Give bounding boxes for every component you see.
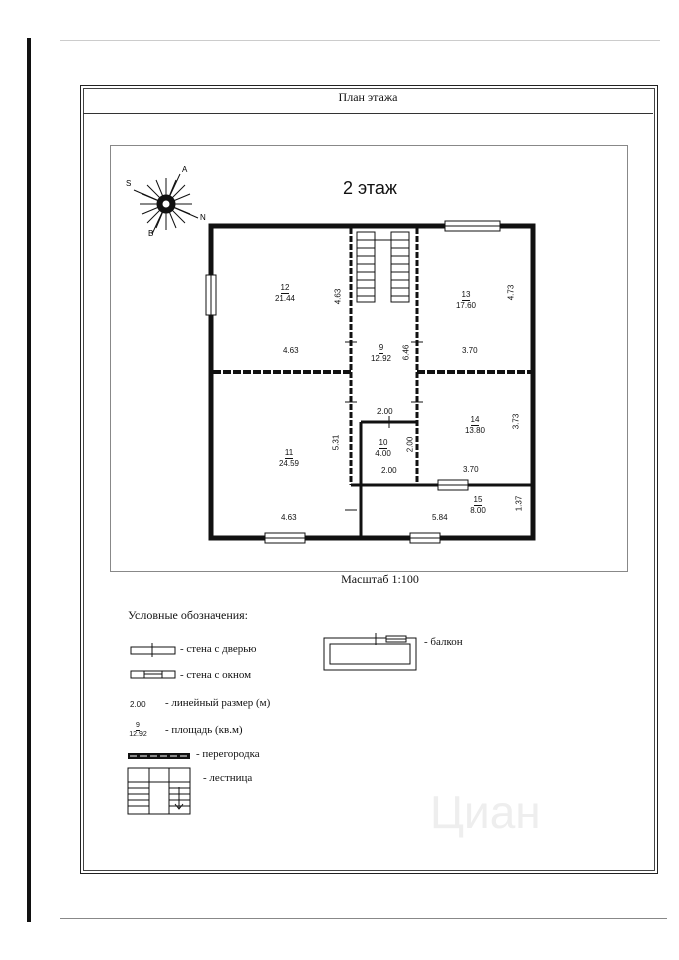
room-14: 14 13.80 <box>457 415 493 436</box>
room-area: 8.00 <box>470 506 486 515</box>
room-12: 12 21.44 <box>267 283 303 304</box>
dimension-label: 5.31 <box>331 434 341 451</box>
legend-stairs: - лестница <box>203 772 253 784</box>
compass-label-n: N <box>200 213 206 222</box>
room-number: 9 <box>378 343 384 354</box>
stairs-symbol <box>127 767 191 815</box>
dimension-label: 2.00 <box>381 466 397 475</box>
room-number: 10 <box>378 438 388 449</box>
legend-linear-size: - линейный размер (м) <box>165 697 271 709</box>
area-sample: 9 12.92 <box>128 722 148 739</box>
room-area: 24.59 <box>278 459 300 468</box>
legend-window-wall: - стена с окном <box>180 669 252 681</box>
dimension-label: 3.70 <box>462 346 478 355</box>
legend-door-wall: - стена с дверью <box>180 643 257 655</box>
room-10: 10 4.00 <box>365 438 401 459</box>
balcony-symbol <box>323 633 417 671</box>
dimension-label: 5.84 <box>432 513 448 522</box>
staircase <box>356 231 410 303</box>
compass-label-s: S <box>126 179 131 188</box>
area-sample-value: 12.92 <box>129 731 147 738</box>
partition-symbol <box>128 753 190 759</box>
dimension-label: 3.73 <box>511 413 521 430</box>
compass-label-b: B <box>148 229 153 238</box>
floor-plan <box>205 220 536 544</box>
watermark: Циан <box>430 786 541 838</box>
scale-label: Масштаб 1:100 <box>341 572 419 586</box>
document-frame-inner <box>83 88 655 871</box>
room-15: 15 8.00 <box>460 495 496 516</box>
compass-label-a: A <box>182 165 188 174</box>
scan-top-line <box>60 40 660 41</box>
scan-left-edge <box>27 38 31 922</box>
legend-area: - площадь (кв.м) <box>165 724 243 736</box>
dimension-label: 2.00 <box>405 436 415 453</box>
room-number: 12 <box>280 283 290 294</box>
linear-size-sample: 2.00 <box>130 700 146 709</box>
dimension-label: 2.00 <box>377 407 393 416</box>
room-area: 21.44 <box>274 294 296 303</box>
document-frame <box>80 85 658 874</box>
window-wall-symbol <box>130 670 176 679</box>
compass-icon: S A N B <box>126 165 206 238</box>
room-9: 9 12.92 <box>363 343 399 364</box>
dimension-label: 1.37 <box>514 495 524 512</box>
dimension-label: 4.63 <box>333 288 343 305</box>
scan-bottom-line <box>60 918 667 919</box>
dimension-label: 4.63 <box>281 513 297 522</box>
legend-title: Условные обозначения: <box>128 608 249 622</box>
room-number: 13 <box>461 290 471 301</box>
room-number: 14 <box>470 415 480 426</box>
dimension-label: 4.63 <box>283 346 299 355</box>
room-11: 11 24.59 <box>271 448 307 469</box>
room-13: 13 17.60 <box>448 290 484 311</box>
room-area: 13.80 <box>464 426 486 435</box>
room-area: 4.00 <box>375 449 391 458</box>
title-row <box>83 88 653 114</box>
windows <box>205 220 501 544</box>
area-sample-number: 9 <box>136 722 140 731</box>
dimension-label: 3.70 <box>463 465 479 474</box>
legend-balcony: - балкон <box>424 636 463 648</box>
floor-label: 2 этаж <box>343 178 397 198</box>
room-number: 11 <box>284 448 294 459</box>
room-number: 15 <box>473 495 483 506</box>
door-marks <box>345 341 423 511</box>
outer-wall <box>208 223 536 541</box>
plan-frame <box>110 145 628 572</box>
legend-partition: - перегородка <box>196 748 260 760</box>
room-area: 17.60 <box>455 301 477 310</box>
page-title: План этажа <box>338 90 398 104</box>
dimension-label: 4.73 <box>506 284 516 301</box>
dimension-label: 6.46 <box>401 344 411 361</box>
door-wall-symbol <box>130 643 176 657</box>
room-area: 12.92 <box>370 354 392 363</box>
